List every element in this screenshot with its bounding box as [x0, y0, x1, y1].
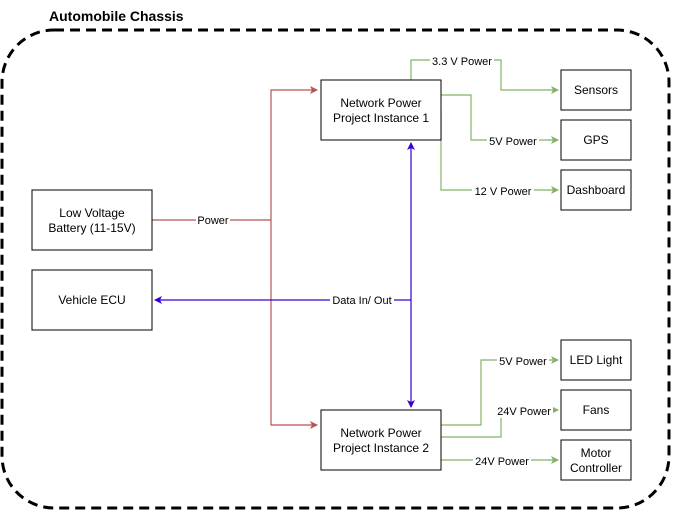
node-ecu-label: Vehicle ECU [58, 293, 125, 307]
data-lines [154, 142, 415, 408]
node-npp1-line2: Project Instance 1 [333, 111, 429, 125]
node-battery-line1: Low Voltage [59, 206, 125, 220]
node-led: LED Light [560, 339, 632, 381]
edge-label-fans: 24V Power [497, 406, 551, 418]
node-npp2-line1: Network Power [340, 426, 421, 440]
node-gps-label: GPS [583, 133, 608, 147]
edge-label-power: Power [197, 215, 229, 227]
node-npp1-line1: Network Power [340, 96, 421, 110]
node-sensors-label: Sensors [574, 83, 618, 97]
chassis-boundary [0, 28, 671, 510]
node-motor-line1: Motor [581, 446, 612, 460]
node-npp2-line2: Project Instance 2 [333, 441, 429, 455]
edge-label-data: Data In/ Out [332, 295, 391, 307]
node-led-label: LED Light [570, 353, 623, 367]
node-battery-line2: Battery (11-15V) [48, 221, 135, 235]
node-dashboard-label: Dashboard [567, 183, 626, 197]
node-npp2: Network Power Project Instance 2 [320, 409, 442, 471]
node-motor: Motor Controller [560, 439, 632, 481]
node-npp1: Network Power Project Instance 1 [320, 79, 442, 141]
node-dashboard: Dashboard [560, 169, 632, 211]
node-fans-label: Fans [583, 403, 610, 417]
node-battery: Low Voltage Battery (11-15V) [31, 189, 153, 251]
chassis-title: Automobile Chassis [49, 8, 184, 24]
node-fans: Fans [560, 389, 632, 431]
node-ecu: Vehicle ECU [31, 269, 153, 331]
node-motor-line2: Controller [570, 461, 622, 475]
edge-labels: Power Data In/ Out 3.3 V Power 5V Power … [196, 54, 553, 468]
power-input-lines [152, 86, 318, 429]
edge-label-led: 5V Power [499, 356, 547, 368]
edge-label-gps: 5V Power [489, 136, 537, 148]
node-gps: GPS [560, 119, 632, 161]
edge-label-motor: 24V Power [475, 456, 529, 468]
edge-label-dashboard: 12 V Power [475, 186, 532, 198]
edge-label-sensors: 3.3 V Power [432, 56, 492, 68]
node-sensors: Sensors [560, 69, 632, 111]
